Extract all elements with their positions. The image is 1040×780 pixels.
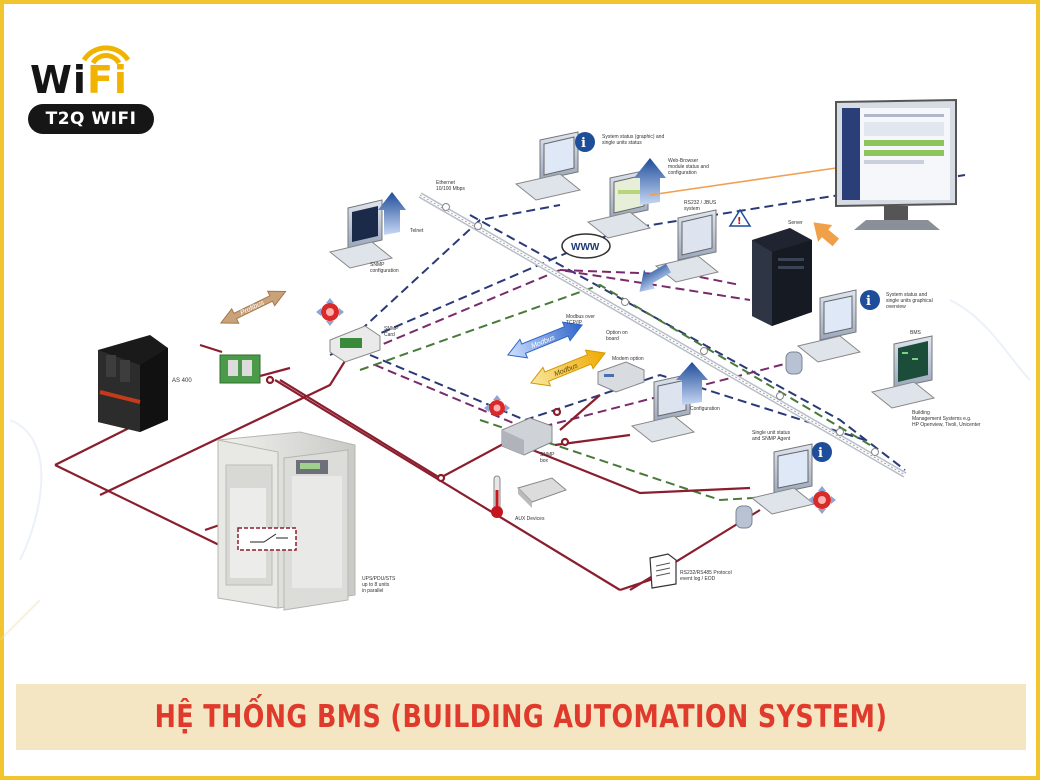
wifi-logo: WiFi T2Q WIFI <box>28 38 178 138</box>
web-browser-computer <box>586 169 652 239</box>
modem-device: Modem option <box>597 356 645 393</box>
background-map-texture <box>0 299 1031 641</box>
telnet-label: Telnet <box>410 228 424 234</box>
thermometer-icon <box>491 475 503 518</box>
configuration-computer: Configuration <box>630 373 720 443</box>
as400-label: AS 400 <box>172 378 192 384</box>
upload-arrow-3 <box>639 263 672 292</box>
info-icon-3: i <box>812 442 832 462</box>
io-module <box>219 354 261 384</box>
status-computer-top <box>514 131 582 201</box>
alarm-icon <box>316 298 344 326</box>
ethernet-backbone <box>418 192 907 478</box>
www-label: WWW <box>571 242 600 253</box>
as400-server: AS 400 <box>98 335 192 432</box>
wifi-signal-icon <box>81 45 131 65</box>
www-cloud: WWW <box>561 233 611 259</box>
svg-text:i: i <box>866 294 871 309</box>
orange-pointer-arrow <box>813 222 840 247</box>
svg-text:i: i <box>818 446 823 461</box>
brand-name: T2Q WIFI <box>28 104 154 134</box>
info-icon: i <box>575 132 595 152</box>
status-computer-right <box>785 289 862 375</box>
svg-text:!: ! <box>737 216 742 227</box>
info-icon-2: i <box>860 290 880 310</box>
alarm-icon-2 <box>484 395 510 416</box>
profibus-label: Profibus <box>239 299 266 317</box>
ups-transfer-switch <box>237 527 297 551</box>
server-label: Server <box>788 220 803 226</box>
large-monitor <box>835 98 957 230</box>
upload-arrow <box>378 192 406 235</box>
wifi-wordmark: WiFi <box>30 58 128 102</box>
banner-title: HỆ THỐNG BMS (BUILDING AUTOMATION SYSTEM… <box>154 699 888 735</box>
aux-devices-label: AUX Devices <box>515 516 545 522</box>
monitor-pointer-line <box>649 167 837 196</box>
upload-arrow-4 <box>676 362 708 405</box>
alarm-icon-3 <box>808 486 836 514</box>
wifi-wordmark-wi: Wi <box>30 58 87 102</box>
switch-device: AUX Devices <box>515 477 567 522</box>
profibus-arrow: Profibus <box>219 290 287 324</box>
svg-text:i: i <box>581 136 586 151</box>
warning-icon: ! <box>728 208 752 227</box>
configuration-label: Configuration <box>690 406 720 412</box>
modbus-arrow-yellow: Modbus <box>529 349 607 387</box>
modem-option-label: Modem option <box>612 356 644 362</box>
wifi-wordmark-fi: Fi <box>86 58 128 102</box>
bms-label: BMS <box>910 330 922 336</box>
server-tower: Server <box>752 220 812 326</box>
title-banner: HỆ THỐNG BMS (BUILDING AUTOMATION SYSTEM… <box>16 684 1026 750</box>
